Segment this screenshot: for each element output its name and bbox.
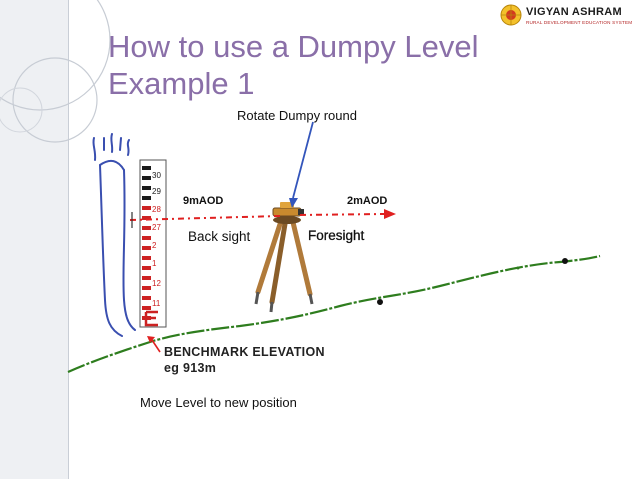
deco-circle-small [12, 57, 98, 143]
left-reading-label: 9mAOD [183, 195, 224, 207]
staff-number: 11 [152, 299, 161, 308]
benchmark-arrow-head [147, 336, 155, 343]
tripod [254, 215, 314, 313]
staff-number: 2 [152, 241, 157, 250]
slide-title-line-2: Example 1 [108, 66, 255, 101]
slide-title: How to use a Dumpy Level Example 1 [108, 28, 548, 102]
move-level-label: Move Level to new position [140, 395, 297, 410]
benchmark-label: BENCHMARK ELEVATION [164, 345, 325, 359]
foresight-label: Foresight [308, 228, 365, 243]
rotate-arrow-head [289, 198, 298, 208]
dumpy-level-instrument [272, 202, 304, 217]
benchmark-arrow [151, 339, 161, 353]
staff-number: 12 [152, 279, 161, 288]
rotate-dumpy-label: Rotate Dumpy round [237, 108, 357, 123]
left-decorative-band [0, 0, 68, 479]
deco-circle-tiny [0, 87, 43, 133]
band-divider [68, 0, 69, 479]
deco-circle-large [0, 0, 111, 111]
back-sight-label: Back sight [188, 229, 251, 244]
ground-point-small [516, 266, 520, 270]
right-reading-label: 2mAOD [347, 195, 388, 207]
logo-tagline: RURAL DEVELOPMENT EDUCATION SYSTEM [526, 20, 633, 25]
vigyan-ashram-logo: VIGYAN ASHRAM RURAL DEVELOPMENT EDUCATIO… [500, 4, 636, 34]
staff-number: 27 [152, 223, 161, 232]
ground-point-mid [377, 299, 383, 305]
slide-title-line-1: How to use a Dumpy Level [108, 29, 479, 64]
sight-line [129, 215, 281, 221]
benchmark-example-label: eg 913m [164, 361, 217, 375]
logo-emblem-icon [500, 4, 522, 26]
staff-number: 1 [152, 259, 157, 268]
sight-line-foresight [299, 213, 386, 216]
logo-name: VIGYAN ASHRAM [526, 6, 622, 18]
staff-number: 28 [152, 205, 161, 214]
sight-arrow-head [384, 209, 396, 219]
ground-point-far [562, 258, 568, 264]
staff-number: 30 [152, 171, 161, 180]
levelling-staff: 30 29 28 27 2 1 12 11 [139, 159, 167, 328]
staff-number: 29 [152, 187, 161, 196]
tree-sketch [92, 133, 136, 337]
rotate-arrow [292, 121, 314, 199]
